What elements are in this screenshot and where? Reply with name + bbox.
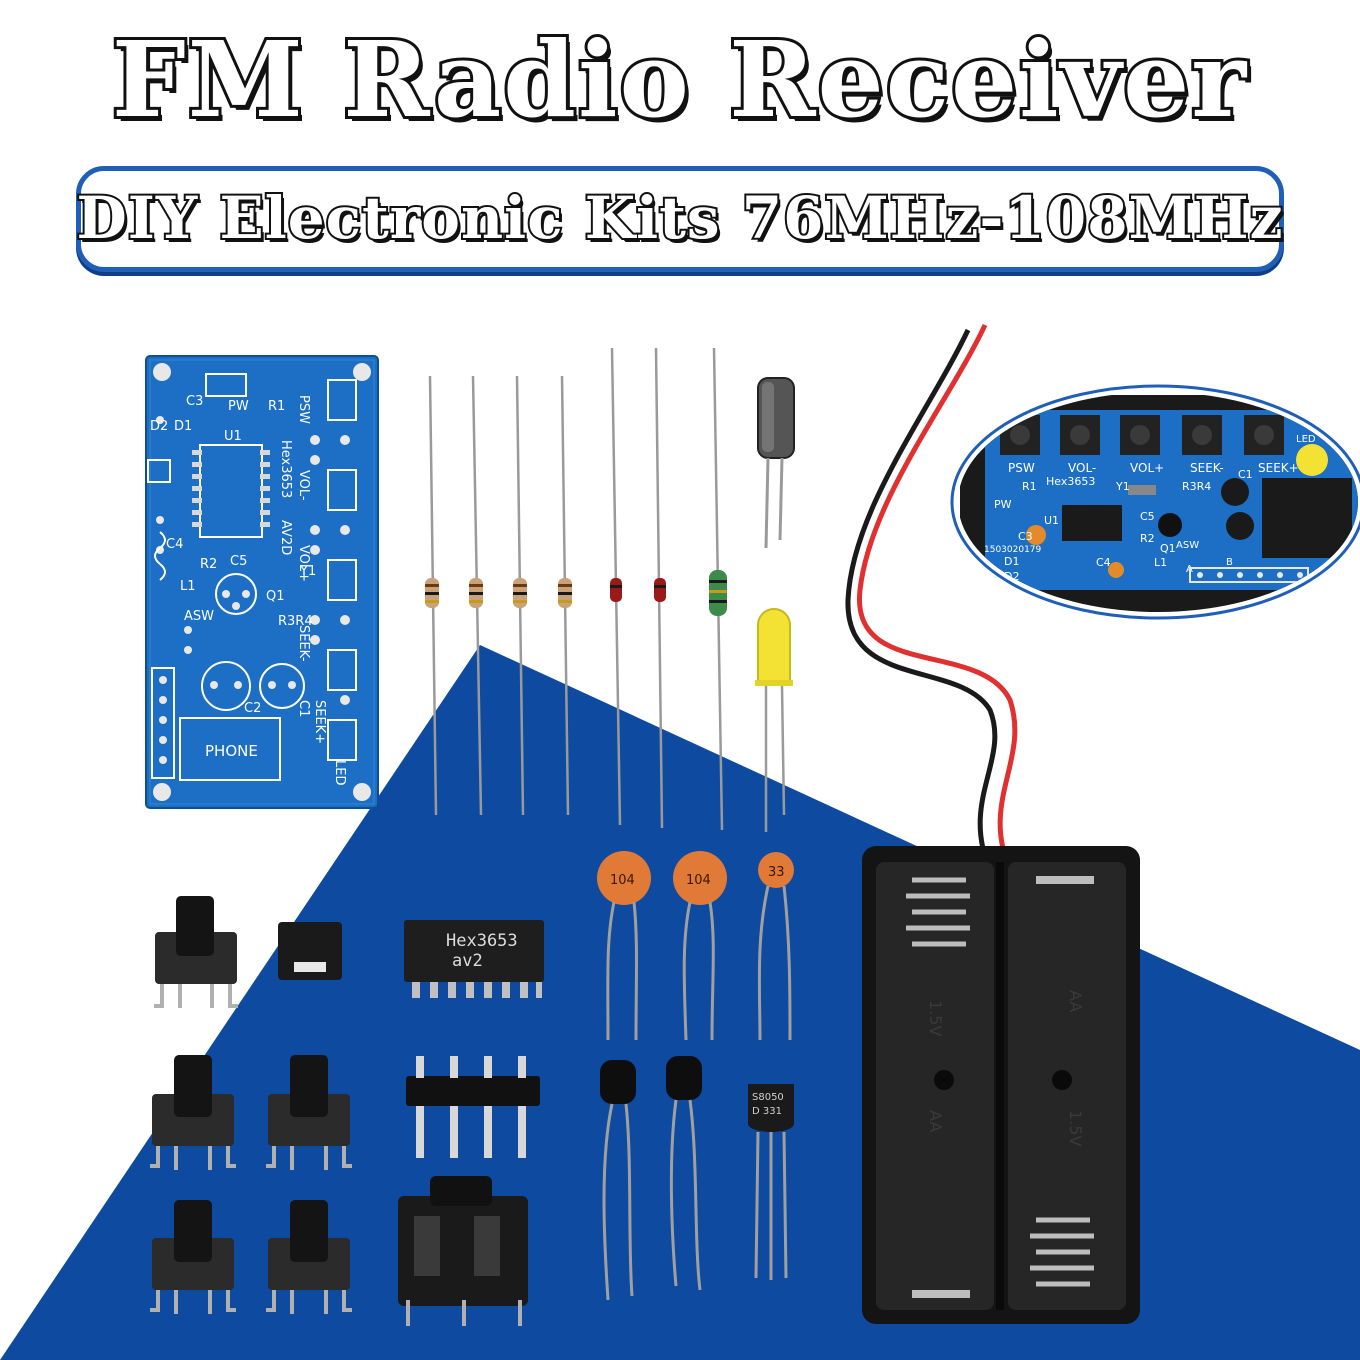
tact-button-2 xyxy=(150,1055,236,1170)
pcb-label-led: LED xyxy=(332,760,347,785)
board-label-b: B xyxy=(1226,557,1233,568)
pcb-label-c3: C3 xyxy=(186,394,203,409)
pcb-label-pw: PW xyxy=(228,399,249,414)
pcb-label-d1: D1 xyxy=(174,419,192,434)
s8050-transistor: S8050 D 331 xyxy=(748,1084,794,1280)
pcb-label-r2: R2 xyxy=(200,557,217,572)
board-label-r3r4: R3R4 xyxy=(1182,480,1211,493)
battery-label-2: 1.5V xyxy=(1066,1110,1085,1146)
pcb-label-av2d: AV2D xyxy=(278,520,293,555)
pcb-label-hex3653: Hex3653 xyxy=(278,440,293,498)
pcb-label-asw: ASW xyxy=(184,609,214,624)
board-label-u1: U1 xyxy=(1044,514,1059,527)
jumper-cap xyxy=(278,922,342,980)
chip-label-line1: Hex3653 xyxy=(446,931,518,951)
board-label-led: LED xyxy=(1296,434,1316,445)
inductors xyxy=(600,1056,702,1301)
board-label-c1: C1 xyxy=(1238,468,1253,481)
tact-button-3 xyxy=(266,1055,352,1170)
hex3653-chip: Hex3653 av2 xyxy=(404,920,544,998)
transistor-label-line1: S8050 xyxy=(752,1092,784,1103)
battery-label-3: AA xyxy=(926,1110,945,1132)
pcb-label-c2: C2 xyxy=(244,701,261,716)
tact-buttons xyxy=(150,896,352,1314)
bare-pcb: PW PSW R1 C3 D1 D2 U1 Hex3653 VOL- AV2D … xyxy=(145,355,379,809)
board-label-l1: L1 xyxy=(1154,556,1167,569)
tact-button-5 xyxy=(266,1200,352,1314)
tact-button-4 xyxy=(150,1200,236,1314)
board-label-asw: ASW xyxy=(1176,540,1199,551)
battery-wires xyxy=(845,323,1018,871)
board-label-r1: R1 xyxy=(1022,480,1037,493)
subtitle-banner xyxy=(76,166,1284,272)
pcb-label-c4: C4 xyxy=(166,537,183,552)
cap-label-2: 104 xyxy=(686,873,711,888)
board-label-y1: Y1 xyxy=(1115,480,1130,493)
pcb-label-u1: U1 xyxy=(224,429,242,444)
pcb-label-phone: PHONE xyxy=(205,742,258,760)
board-label-c5: C5 xyxy=(1140,510,1155,523)
yellow-led xyxy=(755,608,793,832)
board-label-c3: C3 xyxy=(1018,530,1033,543)
pcb-label-d2: D2 xyxy=(150,419,168,434)
board-label-seek-plus: SEEK+ xyxy=(1258,461,1299,475)
cap-label-3: 33 xyxy=(768,865,785,880)
battery-label-1: 1.5V xyxy=(926,1000,945,1036)
pcb-label-c1: C1 xyxy=(296,700,311,717)
board-label-vol-plus: VOL+ xyxy=(1130,461,1164,475)
pcb-label-vol-plus: VOL+ xyxy=(296,545,311,582)
audio-jack xyxy=(398,1176,528,1326)
chip-label-line2: av2 xyxy=(452,951,483,971)
pcb-label-y1: Y1 xyxy=(299,564,316,579)
board-label-seek-minus: SEEK- xyxy=(1190,461,1224,475)
board-label-c4: C4 xyxy=(1096,556,1111,569)
battery-holder: 1.5V 1.5V AA AA xyxy=(862,846,1140,1324)
resistor-bodies xyxy=(425,570,727,616)
board-label-psw: PSW xyxy=(1008,461,1035,475)
battery-label-4: AA xyxy=(1066,990,1085,1012)
board-label-hex3653: Hex3653 xyxy=(1046,475,1095,488)
board-label-pw: PW xyxy=(994,498,1012,511)
board-label-r2: R2 xyxy=(1140,532,1155,545)
board-label-q1: Q1 xyxy=(1160,542,1176,555)
pcb-label-seek-plus: SEEK+ xyxy=(312,700,327,744)
product-title: FM Radio Receiver xyxy=(109,15,1249,144)
pcb-label-l1: L1 xyxy=(180,579,196,594)
board-label-vol-minus: VOL- xyxy=(1068,461,1096,475)
pcb-label-q1: Q1 xyxy=(266,589,285,604)
assembled-board-callout: PSW VOL- VOL+ SEEK- C1 SEEK+ LED Hex3653… xyxy=(950,384,1360,620)
pcb-label-psw: PSW xyxy=(296,395,311,424)
board-label-d1: D1 xyxy=(1004,555,1019,568)
pcb-label-r1: R1 xyxy=(268,399,285,414)
pcb-label-c5: C5 xyxy=(230,554,247,569)
pin-header xyxy=(406,1056,540,1158)
cap-label-1: 104 xyxy=(610,873,635,888)
crystal-oscillator xyxy=(757,377,795,549)
product-subtitle: DIY Electronic Kits 76MHz-108MHz xyxy=(74,182,1284,254)
transistor-label-line2: D 331 xyxy=(752,1106,782,1117)
board-label-serial: 1503020179 xyxy=(984,545,1042,555)
pcb-label-seek-minus: SEEK- xyxy=(296,625,311,662)
pcb-label-vol-minus: VOL- xyxy=(296,470,311,501)
ceramic-capacitors: 104 104 33 xyxy=(597,851,794,1041)
tact-button-1 xyxy=(154,896,238,1008)
pcb-label-r3r4: R3R4 xyxy=(278,614,313,629)
